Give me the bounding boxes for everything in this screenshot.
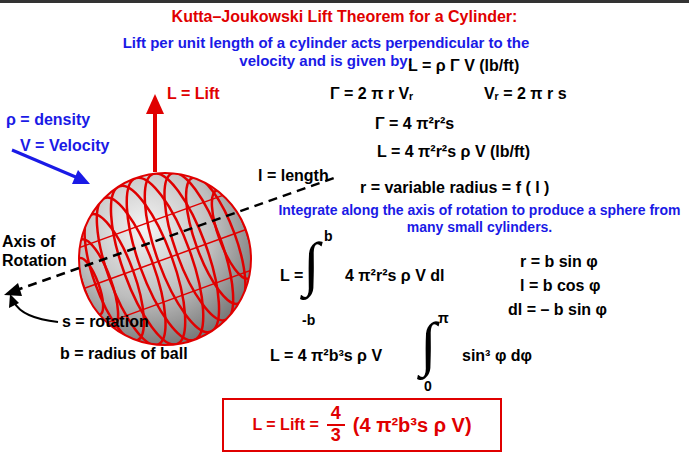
formula: L = ρ Γ V (lb/ft) [408, 56, 519, 75]
axis-line [14, 178, 334, 291]
formula-part: 4 [327, 404, 345, 426]
formula-part: L = Lift = [252, 416, 318, 434]
lift-label: L = Lift [167, 84, 220, 103]
integral-sign: ∫ [420, 314, 436, 374]
lift-arrow [153, 112, 157, 172]
formula: l = b cos φ [520, 276, 600, 295]
variable-label: l = length [258, 166, 329, 185]
title: Kutta–Joukowski Lift Theorem for a Cylin… [0, 7, 689, 26]
formula: r = variable radius = f ( l ) [360, 178, 549, 197]
formula: dl = – b sin φ [508, 300, 607, 319]
velocity-arrow [12, 150, 78, 178]
formula: L = [280, 266, 303, 285]
variable-label: b = radius of ball [60, 344, 188, 363]
axis-arrowhead [4, 283, 22, 296]
velocity-arrowhead [72, 170, 90, 184]
top-rule [0, 0, 689, 3]
formula: r = b sin φ [520, 252, 598, 271]
formula: L = 4 π²r²s ρ V (lb/ft) [377, 142, 530, 161]
instruction-text: Integrate along the axis of rotation to … [272, 202, 687, 236]
formula: L = 4 π²b³s ρ V [270, 346, 382, 365]
result-box: L = Lift = 43 (4 π²b³s ρ V) [222, 398, 502, 452]
formula-part: 3 [331, 426, 341, 446]
integral-limit: b [324, 228, 333, 245]
cylinder-bands [51, 147, 279, 370]
formula: Γ = 4 π²r²s [375, 114, 454, 133]
fraction: 43 [327, 404, 345, 446]
integral-limit: π [438, 310, 449, 327]
variable-label: ρ = density [6, 110, 90, 129]
integral-sign: ∫ [303, 234, 319, 294]
formula: Γ = 2 π r Vᵣ [330, 84, 413, 103]
integral-limit: 0 [424, 378, 432, 395]
axis-label: Axis of Rotation [2, 232, 80, 270]
rotation-arrowhead [9, 294, 19, 308]
lift-arrowhead [146, 94, 164, 114]
formula-part: (4 π²b³s ρ V) [353, 414, 472, 437]
variable-label: s = rotation [62, 312, 149, 331]
formula: sin³ φ dφ [462, 346, 532, 365]
integral-limit: -b [302, 312, 315, 329]
variable-label: V = Velocity [20, 136, 109, 155]
rotation-arrow [14, 302, 58, 322]
formula: 4 π²r²s ρ V dl [345, 266, 445, 285]
formula: Vᵣ = 2 π r s [484, 84, 567, 103]
